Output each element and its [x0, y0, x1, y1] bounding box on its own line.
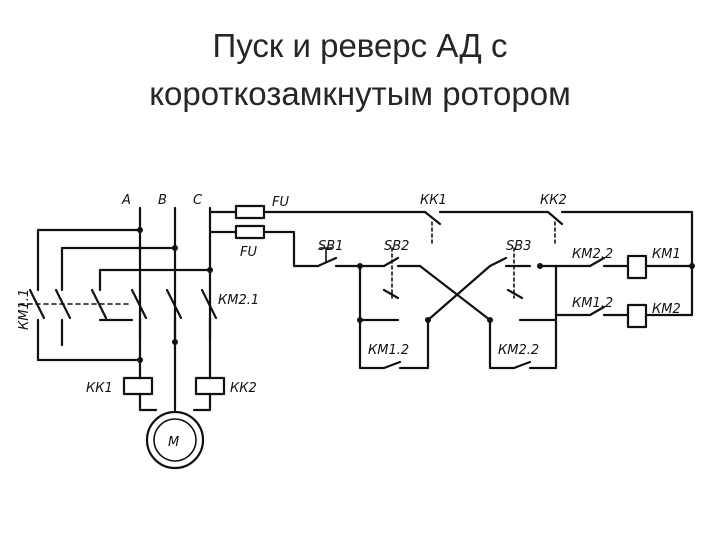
- title-line-2: короткозамкнутым ротором: [149, 75, 571, 112]
- km21-contacts: [130, 288, 218, 342]
- label-phase-c: C: [193, 193, 203, 208]
- label-motor: М: [168, 435, 179, 450]
- label-kk1-contact: КК1: [420, 193, 447, 208]
- phase-buses: [138, 206, 238, 342]
- motor-feed: [122, 338, 226, 412]
- motor-symbol: [145, 410, 205, 470]
- km11-contacts: [19, 288, 129, 320]
- fuses: [234, 204, 266, 240]
- label-sb1: SB1: [318, 239, 343, 254]
- label-km21: КМ2.1: [218, 293, 259, 308]
- power-taps: [36, 227, 213, 363]
- label-phase-b: B: [158, 193, 167, 208]
- label-km2-coil: КМ2: [652, 302, 681, 317]
- label-sb2: SB2: [384, 239, 409, 254]
- diagram-labels: A B C FU FU КМ1.1 КМ2.1 КК1 КК2 М КК1 КК…: [17, 193, 681, 450]
- label-sb3: SB3: [506, 239, 531, 254]
- label-kk2-contact: КК2: [540, 193, 567, 208]
- label-fuse-1: FU: [272, 195, 289, 210]
- title-line-1: Пуск и реверс АД с: [212, 27, 508, 64]
- label-km1-coil: КМ1: [652, 247, 681, 262]
- label-km22-interlock: КМ2.2: [572, 247, 613, 262]
- label-km22-holding: КМ2.2: [498, 343, 539, 358]
- control-wiring: [262, 210, 695, 370]
- label-kk2-heater: КК2: [230, 381, 257, 396]
- label-km12-interlock: КМ1.2: [572, 296, 613, 311]
- label-km11: КМ1.1: [17, 289, 32, 330]
- slide-title: Пуск и реверс АД с короткозамкнутым рото…: [0, 22, 720, 118]
- label-fuse-2: FU: [240, 245, 257, 260]
- label-phase-a: A: [121, 193, 131, 208]
- label-kk1-heater: КК1: [86, 381, 113, 396]
- label-km12-holding: КМ1.2: [368, 343, 409, 358]
